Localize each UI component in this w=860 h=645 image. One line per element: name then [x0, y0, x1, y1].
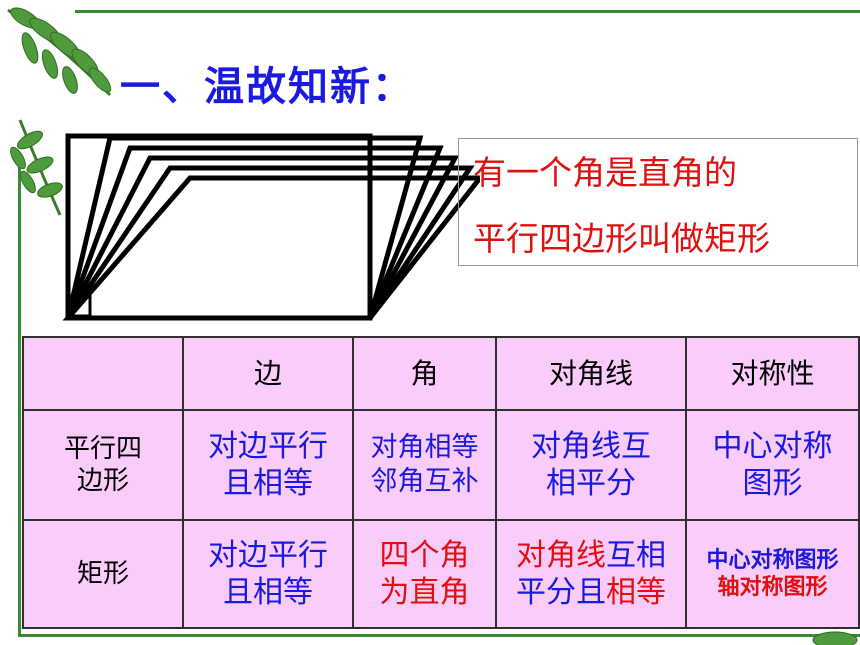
- cell-line: 对角线互: [531, 428, 651, 464]
- header-cell-side: 边: [182, 336, 354, 411]
- header-cell-empty: [22, 336, 184, 411]
- definition-box: 有一个角是直角的 平行四边形叫做矩形: [458, 138, 858, 266]
- figure-shape-parallelogram-1: [64, 135, 424, 321]
- diagonal-text-part: 平分且: [516, 575, 606, 610]
- cell-rectangle-diagonal: 对角线互相 平分且相等: [495, 519, 687, 629]
- table-row-rectangle: 矩形 对边平行 且相等 四个角 为直角 对角线互相 平分且相等 中心对称图形 轴…: [22, 519, 860, 629]
- cell-rectangle-symmetry: 中心对称图形 轴对称图形: [685, 519, 860, 629]
- top-green-rule: [75, 10, 860, 13]
- cell-line: 图形: [742, 466, 803, 501]
- definition-line-1: 有一个角是直角的: [473, 153, 737, 192]
- comparison-table: 边 角 对角线 对称性 平行四 边形 对边平行 且相等 对角相等 邻角互补 对角…: [22, 336, 860, 629]
- cell-line: 平分且相等: [497, 574, 685, 612]
- table-row-parallelogram: 平行四 边形 对边平行 且相等 对角相等 邻角互补 对角线互 相平分 中心对称 …: [22, 409, 860, 521]
- cell-parallelogram-angle: 对角相等 邻角互补: [352, 409, 497, 521]
- page-title: 一、温故知新：: [120, 64, 414, 110]
- cell-line: 四个角: [379, 537, 470, 573]
- cell-rectangle-side: 对边平行 且相等: [182, 519, 354, 629]
- cell-parallelogram-symmetry: 中心对称 图形: [685, 409, 860, 521]
- cell-parallelogram-diagonal: 对角线互 相平分: [495, 409, 687, 521]
- right-angle-marker: [68, 294, 92, 318]
- parallelogram-to-rectangle-figure: [62, 133, 480, 321]
- cell-line: 轴对称图形: [717, 575, 828, 600]
- header-cell-angle: 角: [352, 336, 497, 411]
- cell-line: 对角相等: [370, 432, 479, 464]
- cell-line: 对边平行: [208, 537, 328, 573]
- cell-line: 中心对称图形: [706, 547, 839, 573]
- corner-leaf-decoration: [812, 631, 858, 645]
- cell-line: 且相等: [223, 575, 313, 610]
- fern-leaves-decoration: [7, 7, 112, 216]
- definition-line-2: 平行四边形叫做矩形: [473, 219, 770, 258]
- cell-line: 中心对称: [712, 428, 833, 464]
- bottom-green-rule: [18, 634, 860, 637]
- figure-shape-parallelogram-3: [63, 155, 460, 321]
- diagonal-text-part: 对角线: [516, 537, 606, 573]
- cell-line: 且相等: [223, 466, 313, 501]
- diagonal-text-part: 互相: [606, 537, 666, 573]
- left-green-rule: [18, 155, 21, 635]
- header-cell-symmetry: 对称性: [685, 336, 860, 411]
- table-header-row: 边 角 对角线 对称性: [22, 336, 860, 411]
- figure-shape-parallelogram-5: [62, 175, 480, 321]
- row-label-line: 边形: [76, 466, 129, 496]
- cell-parallelogram-side: 对边平行 且相等: [182, 409, 354, 521]
- cell-line: 为直角: [379, 575, 470, 610]
- row-label-rectangle: 矩形: [22, 519, 184, 629]
- cell-line: 相平分: [546, 466, 636, 501]
- cell-rectangle-angle: 四个角 为直角: [352, 519, 497, 629]
- cell-line: 对边平行: [208, 428, 328, 464]
- row-label-parallelogram: 平行四 边形: [22, 409, 184, 521]
- header-cell-diagonal: 对角线: [495, 336, 687, 411]
- row-label-line: 平行四: [63, 433, 142, 464]
- diagonal-text-part: 相等: [606, 575, 666, 610]
- cell-line: 邻角互补: [370, 466, 479, 497]
- cell-line: 对角线互相: [497, 537, 685, 575]
